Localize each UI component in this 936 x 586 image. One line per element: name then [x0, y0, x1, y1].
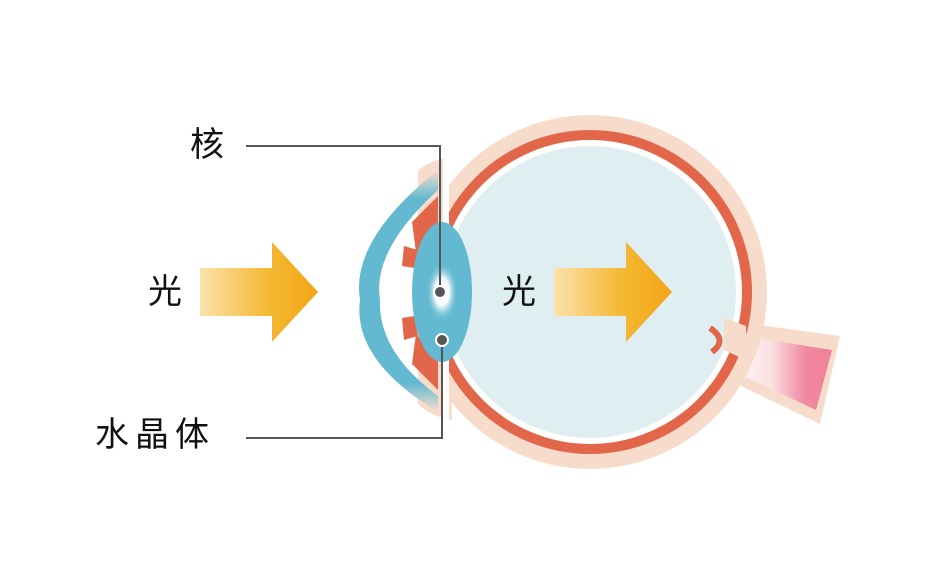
arrow-right-icon	[200, 242, 318, 342]
cornea	[358, 170, 438, 412]
iris	[402, 196, 438, 390]
lens-pointer-dot	[435, 333, 449, 347]
transmitted-light-label: 光	[502, 272, 536, 312]
arrow-right-icon	[554, 242, 672, 342]
nucleus-pointer-dot	[433, 285, 447, 299]
nucleus-leader-line	[246, 145, 441, 292]
optic-disc	[724, 318, 746, 360]
nucleus-label: 核	[190, 125, 224, 165]
incoming-light-label: 光	[148, 272, 182, 312]
crystalline-lens-label: 水晶体	[95, 415, 215, 455]
lens-leader-line	[246, 340, 443, 439]
leader-lines	[246, 145, 449, 439]
